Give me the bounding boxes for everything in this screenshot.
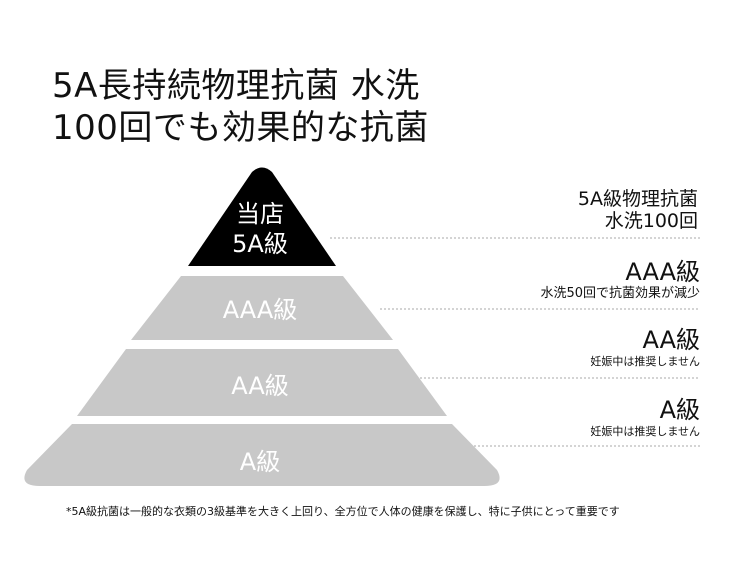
tier-5a-label-line-1: 当店 <box>236 200 284 228</box>
desc-5a-line-1: 5A級物理抗菌 <box>577 188 698 210</box>
tier-aaa-label: AAA級 <box>222 296 298 324</box>
desc-5a-line-2: 水洗100回 <box>604 210 698 232</box>
desc-aaa-grade: AAA級 <box>625 258 700 286</box>
desc-aaa-note: 水洗50回で抗菌効果が減少 <box>540 286 700 301</box>
desc-aa-grade: AA級 <box>642 326 700 354</box>
tier-aa-label: AA級 <box>231 372 289 400</box>
tier-aaa-shape <box>131 276 393 340</box>
desc-a-grade: A級 <box>659 396 700 424</box>
tier-aa-shape <box>77 349 447 416</box>
tier-a-shape <box>24 424 500 486</box>
footnote: *5A級抗菌は一般的な衣類の3級基準を大きく上回り、全方位で人体の健康を保護し、… <box>66 505 620 518</box>
tier-5a-shape <box>188 167 336 266</box>
title-line-2: 100回でも効果的な抗菌 <box>52 108 429 148</box>
title-line-1: 5A長持続物理抗菌 水洗 <box>52 66 420 106</box>
desc-aa-note: 妊娠中は推奨しません <box>590 355 700 368</box>
desc-a-note: 妊娠中は推奨しません <box>590 425 700 438</box>
tier-5a-label-line-2: 5A級 <box>232 230 288 258</box>
tier-a-label: A級 <box>239 448 281 476</box>
